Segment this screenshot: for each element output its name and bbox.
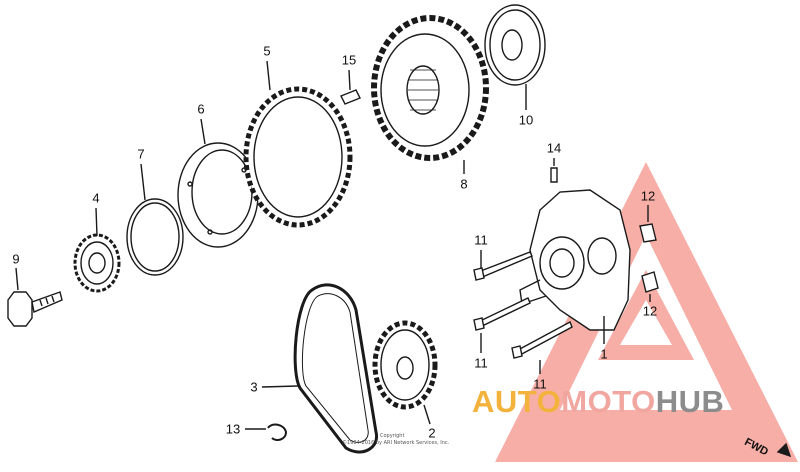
callout-10: 10: [518, 112, 534, 128]
callout-15: 15: [341, 52, 357, 68]
part-2-sprocket: [372, 320, 438, 425]
part-15-pin: [340, 69, 361, 105]
callout-8: 8: [460, 176, 468, 192]
part-10-washer: [484, 4, 546, 110]
fwd-arrow-icon: [776, 442, 792, 458]
part-12-dowel-upper: [639, 205, 657, 243]
callout-2: 2: [428, 425, 436, 441]
callout-1: 1: [600, 346, 608, 362]
callout-11: 11: [474, 355, 488, 371]
part-5-ring-gear: [243, 60, 353, 228]
watermark-brand: AUTOMOTOHUB: [472, 384, 724, 420]
part-11-bolt-middle: [473, 297, 531, 353]
part-13-clip: [245, 423, 288, 441]
callout-14: 14: [546, 140, 562, 156]
callout-6: 6: [197, 101, 205, 117]
callout-3: 3: [250, 379, 258, 395]
brand-part2: MOTO: [561, 384, 656, 419]
callout-7: 7: [137, 146, 145, 162]
callout-11: 11: [474, 232, 488, 248]
copyright-line1: Copyright: [380, 433, 405, 439]
copyright-line2: ©1984-2016 by ARI Network Services, Inc.: [342, 440, 450, 446]
callout-9: 9: [12, 251, 20, 267]
callout-11: 11: [533, 376, 547, 392]
callout-4: 4: [92, 190, 100, 206]
part-1-pump-body: [519, 189, 631, 344]
part-11-bolt-lower: [511, 321, 573, 374]
brand-part1: AUTO: [472, 384, 562, 419]
watermark-triangle: [495, 162, 798, 462]
part-4-sprocket: [73, 207, 121, 293]
part-11-bolt-upper: [473, 250, 533, 281]
part-9-bolt: [7, 267, 63, 327]
part-12-dowel-lower: [641, 271, 659, 302]
callout-5: 5: [263, 43, 271, 59]
part-3-chain: [261, 283, 379, 454]
callout-12: 12: [640, 188, 656, 204]
part-8-gear: [371, 15, 489, 174]
brand-part3: HUB: [655, 384, 725, 419]
part-14-pin: [550, 158, 558, 183]
part-6-plate: [177, 118, 259, 248]
part-7-ring: [126, 163, 184, 276]
callout-13: 13: [225, 421, 241, 437]
callout-12: 12: [642, 303, 658, 319]
